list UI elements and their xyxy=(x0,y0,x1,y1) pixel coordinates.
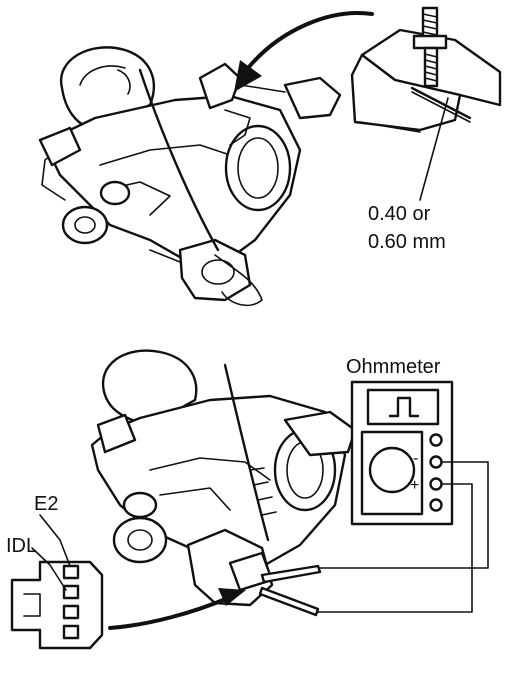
clearance-label-line1: 0.40 or xyxy=(368,203,431,225)
ohmmeter-label: Ohmmeter xyxy=(346,356,441,378)
throttle-body-top xyxy=(38,46,342,307)
terminal-e2-label: E2 xyxy=(34,493,58,515)
meter-minus-label: - xyxy=(413,450,418,467)
throttle-body-bottom xyxy=(90,349,357,607)
clearance-label-line2: 0.60 mm xyxy=(368,231,446,253)
detail-arrow-top xyxy=(234,11,374,92)
stop-screw-detail xyxy=(350,6,502,201)
ohmmeter xyxy=(350,380,454,526)
terminal-idl-label: IDL xyxy=(6,535,37,557)
connector-detail xyxy=(10,514,104,650)
meter-plus-label: + xyxy=(410,477,419,494)
test-leads xyxy=(258,461,489,617)
connector-arrow xyxy=(108,588,246,630)
